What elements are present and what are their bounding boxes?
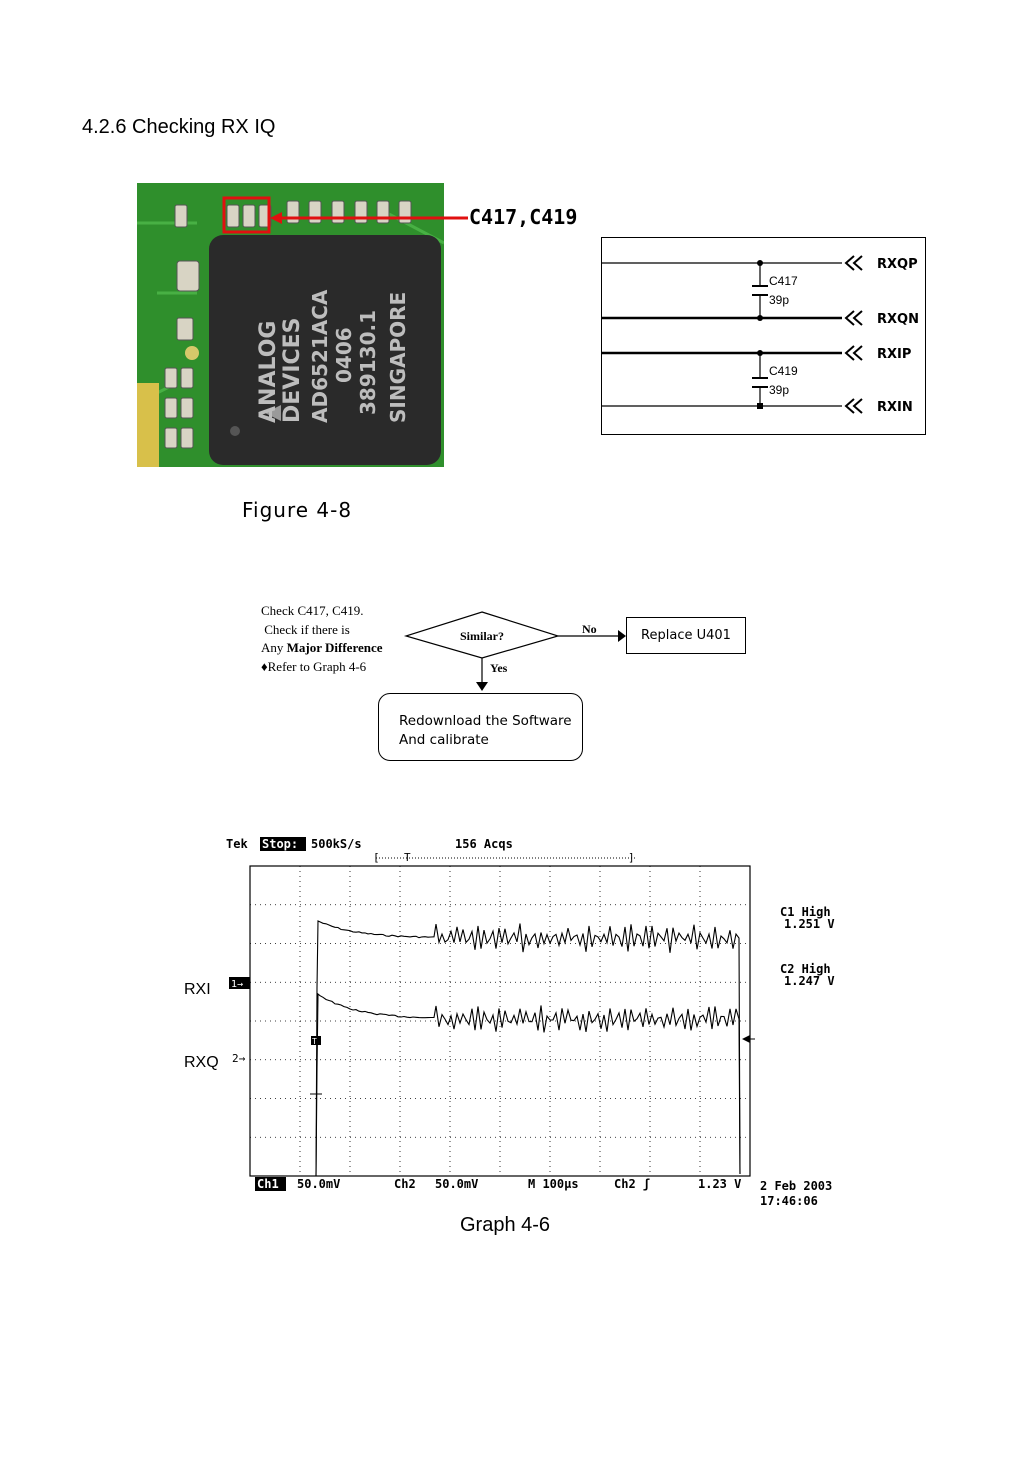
ch2-marker: 2→: [232, 1052, 246, 1065]
trace-rxi: [315, 920, 741, 1177]
footer-trigger-level: 1.23 V: [698, 1177, 741, 1191]
scope-acqs: 156 Acqs: [455, 837, 513, 851]
rxi-label: RXI: [184, 981, 211, 998]
graph-caption: Graph 4-6: [460, 1214, 551, 1236]
replace-u401-box: Replace U401: [626, 617, 746, 654]
svg-text:]: ]: [628, 851, 635, 864]
footer-time: 17:46:06: [760, 1194, 818, 1208]
trace-rxq: [315, 992, 741, 1177]
redownload-line-2: And calibrate: [399, 732, 489, 748]
net-rxqp: RXQP: [877, 257, 918, 272]
ch1-marker: 1→: [231, 979, 243, 990]
cap-c419-ref: C419: [769, 364, 798, 378]
footer-ch1: Ch1: [257, 1177, 279, 1191]
footer-ch2: Ch2: [394, 1177, 416, 1191]
chip-text-1: ANALOG: [256, 321, 281, 423]
figure-caption: Figure 4-8: [242, 498, 353, 522]
cap-c417-value: 39p: [769, 293, 789, 307]
footer-ch2-scale: 50.0mV: [435, 1177, 478, 1191]
net-rxin: RXIN: [877, 400, 913, 415]
footer-timebase: M 100µs: [528, 1177, 579, 1191]
meas-c2-name: C2 High: [780, 962, 831, 976]
cap-c417-ref: C417: [769, 274, 798, 288]
callout-arrow: [270, 212, 468, 224]
flow-note-emphasis: Major Difference: [286, 640, 383, 655]
flowchart-connectors: Similar? No Yes: [403, 611, 626, 691]
footer-date: 2 Feb 2003: [760, 1179, 832, 1193]
scope-rate: 500kS/s: [311, 837, 362, 851]
cap-c419-value: 39p: [769, 383, 789, 397]
oscilloscope-capture: Tek Stop: 500kS/s 156 Acqs [ ] T T 1→ 2→…: [184, 837, 835, 1208]
svg-text:T: T: [312, 1037, 317, 1046]
chip-text-2: DEVICES: [280, 317, 305, 423]
no-label: No: [582, 622, 597, 636]
section-heading: 4.2.6 Checking RX IQ: [82, 116, 276, 138]
flow-note-line-2: Check if there is: [261, 621, 350, 637]
footer-ch1-scale: 50.0mV: [297, 1177, 340, 1191]
trigger-position-marker: T: [404, 851, 411, 864]
meas-c2-value: 1.247 V: [784, 974, 835, 988]
decision-label: Similar?: [460, 629, 504, 643]
scope-state: Stop:: [262, 837, 298, 851]
meas-c1-value: 1.251 V: [784, 917, 835, 931]
pcb-photo: ANALOG DEVICES AD6521ACA 0406 389130.1 S…: [137, 183, 444, 467]
flow-note: Check C417, C419. Check if there is Any …: [261, 602, 383, 676]
redownload-line-1: Redownload the Software: [399, 713, 572, 729]
flow-note-line-3: Any: [261, 640, 287, 655]
redownload-box: Redownload the Software And calibrate: [378, 693, 583, 761]
meas-c1-name: C1 High: [780, 905, 831, 919]
flow-note-line-4: ♦Refer to Graph 4-6: [261, 658, 367, 674]
footer-trigger: Ch2 ʃ: [614, 1177, 650, 1191]
chip-text-3: AD6521ACA: [308, 289, 332, 423]
scope-brand: Tek: [226, 837, 248, 851]
svg-text:[: [: [373, 851, 380, 864]
highlight-box: [222, 196, 271, 234]
rxq-label: RXQ: [184, 1054, 219, 1071]
yes-label: Yes: [490, 661, 508, 675]
chip-text-6: SINGAPORE: [386, 292, 410, 423]
chip-text-5: 389130.1: [356, 310, 380, 415]
callout-label: C417,C419: [469, 205, 578, 229]
net-rxqn: RXQN: [877, 312, 919, 327]
chip-text-4: 0406: [332, 327, 356, 383]
flow-note-line-1: Check C417, C419.: [261, 603, 364, 618]
schematic-diagram: C417 39p C419 39p RXQP RXQN RXIP RXIN: [601, 237, 926, 435]
net-rxip: RXIP: [877, 347, 911, 362]
